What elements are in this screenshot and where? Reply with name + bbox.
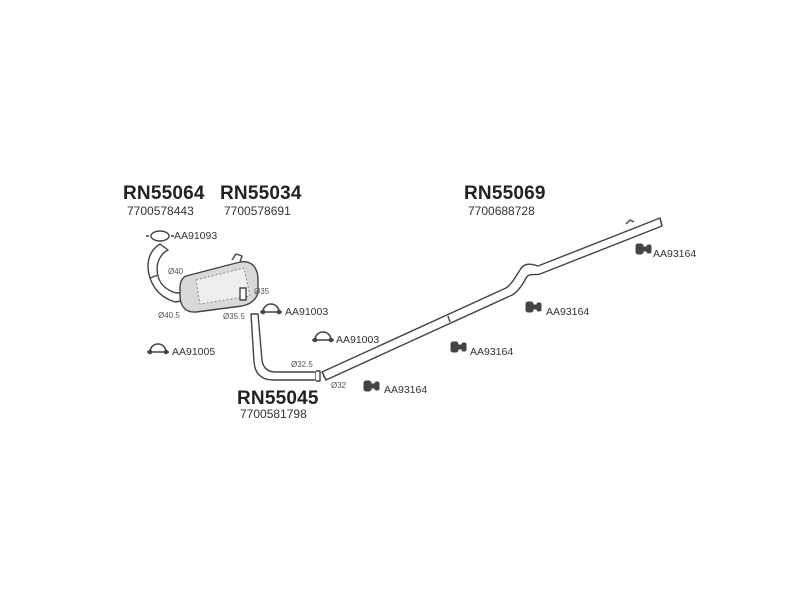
clamp-icon (260, 303, 282, 315)
reference-number: 7700688728 (468, 204, 535, 218)
diameter-label: Ø35.5 (223, 312, 245, 321)
accessory-code-clamp: AA91003 (336, 334, 380, 346)
part-number-rn55064: RN55064 (123, 183, 205, 204)
diameter-label: Ø32 (331, 381, 347, 390)
rubber-mount-icon (525, 301, 542, 313)
reference-number: 7700581798 (240, 407, 307, 421)
diameter-label: Ø32.5 (291, 360, 313, 369)
diameter-label: Ø40.5 (158, 311, 180, 320)
reference-number: 7700578691 (224, 204, 291, 218)
intermediate-pipe (250, 313, 321, 382)
diameter-label: Ø35 (254, 287, 270, 296)
clamp-icon (147, 343, 169, 355)
part-number-rn55069: RN55069 (464, 183, 546, 204)
tail-pipe (321, 217, 663, 381)
accessory-code-clamp: AA91003 (285, 306, 329, 318)
accessory-code-mount: AA93164 (384, 384, 428, 396)
rubber-mount-icon (363, 380, 380, 392)
muffler (179, 253, 259, 313)
accessory-code-mount: AA93164 (546, 306, 590, 318)
clamp-icon (312, 331, 334, 343)
rubber-mount-icon (450, 341, 467, 353)
accessory-code-mount: AA93164 (470, 346, 514, 358)
accessory-code-clamp: AA91005 (172, 346, 216, 358)
diameter-label: Ø40 (168, 267, 184, 276)
accessory-code-gasket: AA91093 (174, 230, 218, 242)
rubber-mount-icon (635, 243, 652, 255)
part-number-rn55034: RN55034 (220, 183, 302, 204)
accessory-code-mount: AA93164 (653, 248, 697, 260)
gasket-icon (146, 230, 174, 242)
part-number-rn55045: RN55045 (237, 388, 319, 409)
reference-number: 7700578443 (127, 204, 194, 218)
